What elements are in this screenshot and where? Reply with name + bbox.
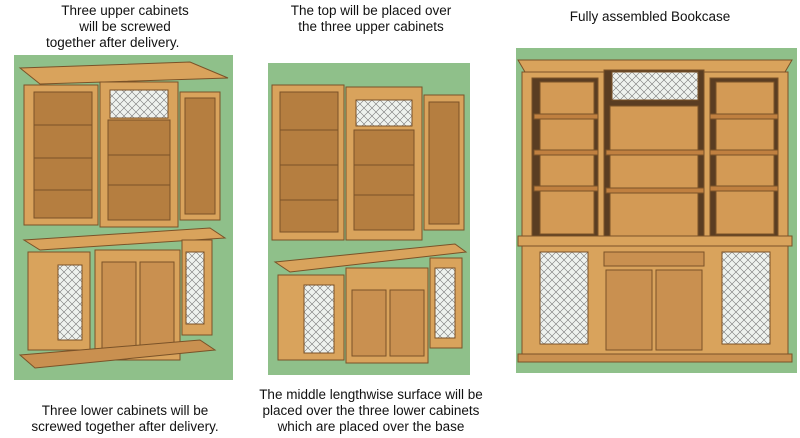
caption-assembled: Fully assembled Bookcase: [569, 9, 731, 24]
exploded-cabinets: [18, 61, 229, 369]
caption-upper-cabinets: Three upper cabinets will be screwed tog…: [46, 3, 189, 50]
assembled-bookcase: [517, 59, 793, 363]
caption-middle-surface: The middle lengthwise surface will be pl…: [259, 387, 483, 434]
caption-top-placement: The top will be placed over the three up…: [290, 3, 452, 34]
partial-assembly: [271, 84, 468, 364]
caption-lower-cabinets: Three lower cabinets will be screwed tog…: [31, 403, 219, 434]
